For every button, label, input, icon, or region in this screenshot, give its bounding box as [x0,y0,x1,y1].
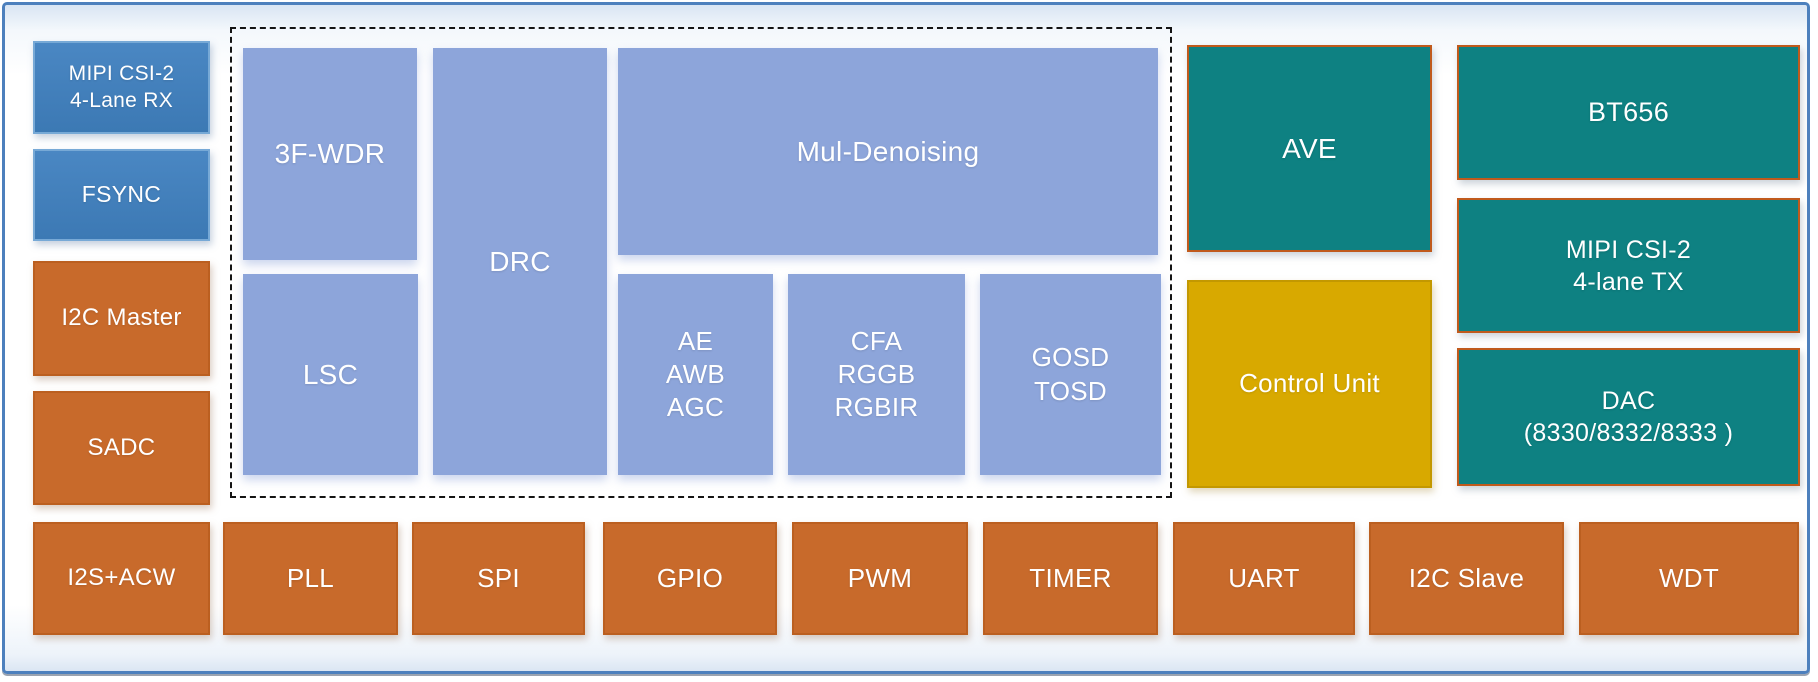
block-ave: AVE [1187,45,1432,252]
block-i2c-master: I2C Master [33,261,210,376]
soc-block-diagram: MIPI CSI-2 4-Lane RX FSYNC I2C Master SA… [2,2,1810,674]
block-control-unit: Control Unit [1187,280,1432,488]
block-dac: DAC (8330/8332/8333 ) [1457,348,1800,486]
block-gosd-tosd: GOSD TOSD [980,274,1161,475]
block-spi: SPI [412,522,585,635]
block-lsc: LSC [243,274,418,475]
block-uart: UART [1173,522,1355,635]
block-ae-awb-agc: AE AWB AGC [618,274,773,475]
isp-group-dashed-border [230,27,1172,498]
block-pll: PLL [223,522,398,635]
block-bt656: BT656 [1457,45,1800,180]
block-i2s-acw: I2S+ACW [33,522,210,635]
block-fsync: FSYNC [33,149,210,241]
block-wdt: WDT [1579,522,1799,635]
block-gpio: GPIO [603,522,777,635]
block-drc: DRC [433,48,607,475]
block-pwm: PWM [792,522,968,635]
block-cfa-rggb-rgbir: CFA RGGB RGBIR [788,274,965,475]
block-i2c-slave: I2C Slave [1369,522,1564,635]
block-mipi-csi2-tx: MIPI CSI-2 4-lane TX [1457,198,1800,333]
block-3f-wdr: 3F-WDR [243,48,417,260]
block-timer: TIMER [983,522,1158,635]
block-mipi-csi2-rx: MIPI CSI-2 4-Lane RX [33,41,210,134]
block-sadc: SADC [33,391,210,505]
block-mul-denoising: Mul-Denoising [618,48,1158,255]
